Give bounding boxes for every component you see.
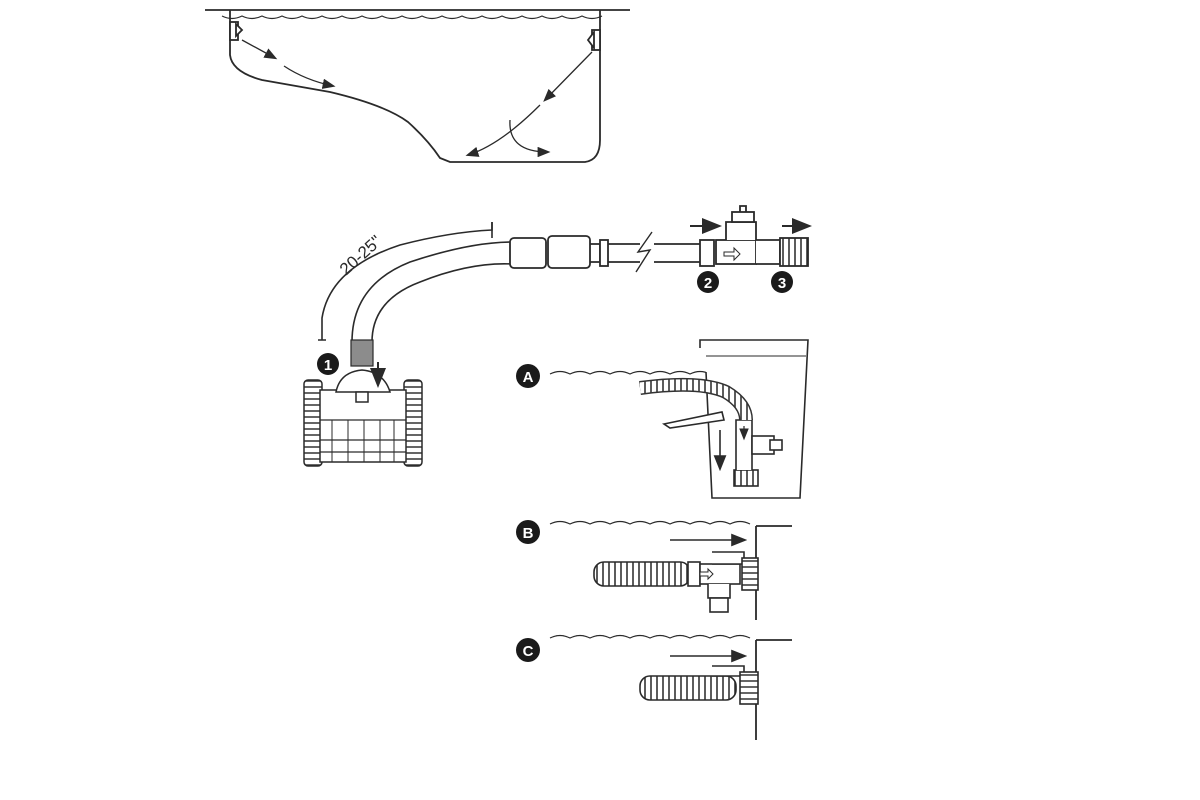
option-c-wall-installation: [549, 634, 792, 740]
option-b-pool-wall: [755, 525, 792, 620]
hose-assembly: [318, 205, 812, 367]
option-c-hose: [639, 675, 737, 701]
option-c-wall-fitting: [739, 671, 759, 705]
robot-top-housing: [335, 369, 392, 393]
option-a-skimmer-installation: [549, 339, 809, 499]
flow-regulator-valve: [715, 205, 781, 265]
flow-arrow-3: [543, 51, 593, 102]
option-badge-c-label: C: [523, 643, 534, 660]
hose-cuff: [350, 339, 374, 367]
skimmer-valve: [751, 435, 783, 455]
option-b-wall-fitting: [741, 557, 759, 591]
hose-connector-1: [509, 237, 547, 269]
flow-arrow-4: [465, 104, 541, 157]
hose-length-dimension: [318, 222, 493, 341]
curved-hose: [351, 241, 513, 343]
hose-end-adapter: [779, 237, 809, 267]
option-b-wall-installation: [549, 520, 792, 620]
flow-arrow-5: [509, 119, 551, 158]
option-b-waterline: [549, 520, 751, 525]
pool-cross-section: [205, 9, 630, 163]
step-badge-2: 2: [697, 271, 719, 293]
option-badge-b-label: B: [523, 525, 534, 542]
option-badge-a-label: A: [523, 369, 534, 386]
step-badge-3-label: 3: [778, 275, 786, 292]
skimmer-weir: [661, 411, 725, 429]
skimmer-basket-thread: [733, 469, 759, 487]
skimmer-housing: [699, 339, 809, 499]
hose-straight-section: [608, 243, 640, 263]
step-badge-1: 1: [317, 353, 339, 375]
flow-arrow-1: [241, 39, 278, 60]
hose-break-symbol: [635, 231, 653, 273]
hose-connector-2: [547, 235, 591, 269]
step-badge-2-label: 2: [704, 275, 712, 292]
hose-length-label: 20-25": [336, 232, 386, 279]
pool-wave-line: [221, 15, 603, 20]
option-badge-c: C: [516, 638, 540, 662]
option-badge-a: A: [516, 364, 540, 388]
option-badge-b: B: [516, 520, 540, 544]
pool-cleaner-robot: [303, 362, 423, 467]
option-c-pool-wall: [755, 639, 792, 740]
flow-arrow-2: [283, 65, 336, 89]
option-b-hose: [593, 561, 691, 587]
option-c-waterline: [549, 634, 751, 639]
step-badge-3: 3: [771, 271, 793, 293]
pool-basin-outline: [229, 10, 601, 163]
step-badge-1-label: 1: [324, 357, 332, 374]
